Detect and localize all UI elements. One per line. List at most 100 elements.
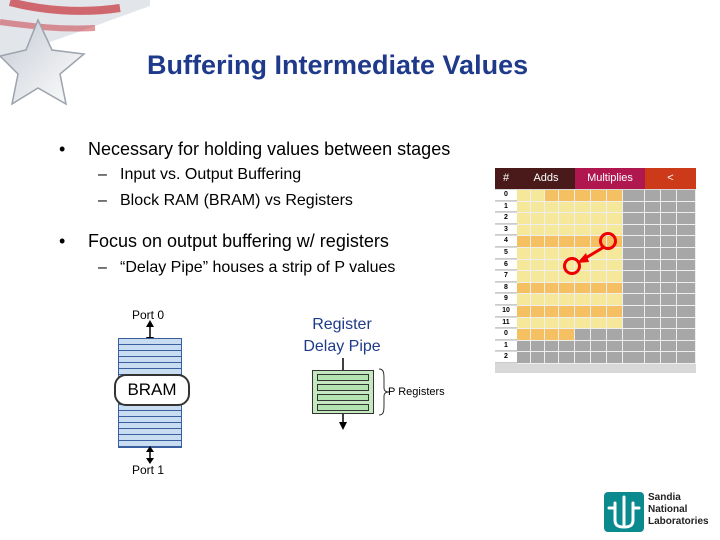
sandia-logo-icon [604, 492, 644, 532]
table-cell [677, 294, 696, 306]
table-cell [575, 340, 591, 353]
table-cell [607, 329, 623, 341]
table-cell [517, 317, 531, 330]
table-row-label: 10 [495, 306, 517, 317]
table-cell [591, 190, 607, 202]
table-cell [623, 259, 645, 272]
table-cell [575, 259, 591, 272]
table-cell [531, 329, 545, 341]
table-cell [607, 352, 623, 364]
move-arrow-icon [577, 245, 605, 263]
table-cell [517, 248, 531, 260]
table-cell [645, 271, 661, 283]
sandia-line-1: Sandia [648, 492, 681, 503]
table-cell [677, 282, 696, 295]
table-cell [545, 224, 559, 237]
highlight-circle [599, 232, 617, 250]
table-cell [591, 329, 607, 341]
table-row-label: 2 [495, 352, 517, 363]
table-cell [623, 213, 645, 225]
table-cell [559, 340, 575, 353]
table-cell [531, 236, 545, 248]
subbullet-1-1-text: Input vs. Output Buffering [120, 166, 302, 183]
table-cell [531, 282, 545, 295]
table-cell [531, 248, 545, 260]
table-cell [545, 306, 559, 318]
table-cell [517, 340, 531, 353]
highlight-circle [563, 257, 581, 275]
table-cell [623, 306, 645, 318]
table-row-label: 5 [495, 248, 517, 259]
port-0-label: Port 0 [132, 308, 165, 322]
table-cell [623, 352, 645, 364]
table-row-label: 1 [495, 340, 517, 352]
table-cell [575, 236, 591, 248]
port-1-arrow-icon [146, 446, 154, 464]
table-cell [661, 213, 677, 225]
sandia-line-2: National [648, 504, 688, 515]
table-cell [559, 306, 575, 318]
table-cell [559, 329, 575, 341]
table-cell [591, 294, 607, 306]
table-cell [559, 282, 575, 295]
table-cell [559, 317, 575, 330]
bullet-2-text: Focus on output buffering w/ registers [88, 231, 389, 251]
table-cell [559, 236, 575, 248]
table-row-label: 0 [495, 329, 517, 340]
table-cell [623, 190, 645, 202]
table-cell [645, 306, 661, 318]
table-cell [607, 306, 623, 318]
table-cell [575, 317, 591, 330]
port-1-label: Port 1 [132, 463, 165, 477]
table-cell [591, 259, 607, 272]
table-row-label: 1 [495, 201, 517, 213]
table-header-num: # [495, 168, 517, 189]
table-cell [623, 317, 645, 330]
table-cell [661, 329, 677, 341]
sandia-wordmark: Sandia National Laboratories [648, 492, 709, 528]
subbullet-dash: – [98, 192, 107, 209]
table-cell [575, 306, 591, 318]
table-cell [575, 352, 591, 364]
table-cell [661, 190, 677, 202]
table-cell [607, 282, 623, 295]
table-cell [545, 236, 559, 248]
table-cell [623, 248, 645, 260]
table-cell [677, 213, 696, 225]
brace-icon [378, 368, 390, 416]
bullet-1: • Necessary for holding values between s… [59, 139, 450, 160]
table-row-label: 4 [495, 236, 517, 247]
table-cell [607, 259, 623, 272]
table-cell [623, 340, 645, 353]
table-cell [531, 259, 545, 272]
table-row-label: 6 [495, 259, 517, 271]
table-cell [559, 271, 575, 283]
table-cell [645, 190, 661, 202]
table-cell [677, 317, 696, 330]
table-cell [623, 224, 645, 237]
table-cell [517, 271, 531, 283]
subbullet-2-1-text: “Delay Pipe” houses a strip of P values [120, 259, 396, 276]
table-cell [575, 201, 591, 214]
table-cell [661, 201, 677, 214]
table-cell [517, 201, 531, 214]
table-cell [531, 317, 545, 330]
table-cell [607, 317, 623, 330]
table-cell [517, 259, 531, 272]
table-cell [645, 236, 661, 248]
table-row-label: 11 [495, 317, 517, 329]
p-registers-label: P Registers [388, 386, 445, 398]
table-cell [545, 259, 559, 272]
table-cell [623, 271, 645, 283]
table-cell [661, 259, 677, 272]
table-cell [661, 271, 677, 283]
table-cell [677, 306, 696, 318]
subbullet-dash: – [98, 166, 107, 183]
register-cell [317, 374, 369, 381]
table-cell [623, 294, 645, 306]
table-header-adds: Adds [517, 168, 575, 189]
table-cell [559, 224, 575, 237]
table-cell [645, 340, 661, 353]
table-cell [531, 190, 545, 202]
